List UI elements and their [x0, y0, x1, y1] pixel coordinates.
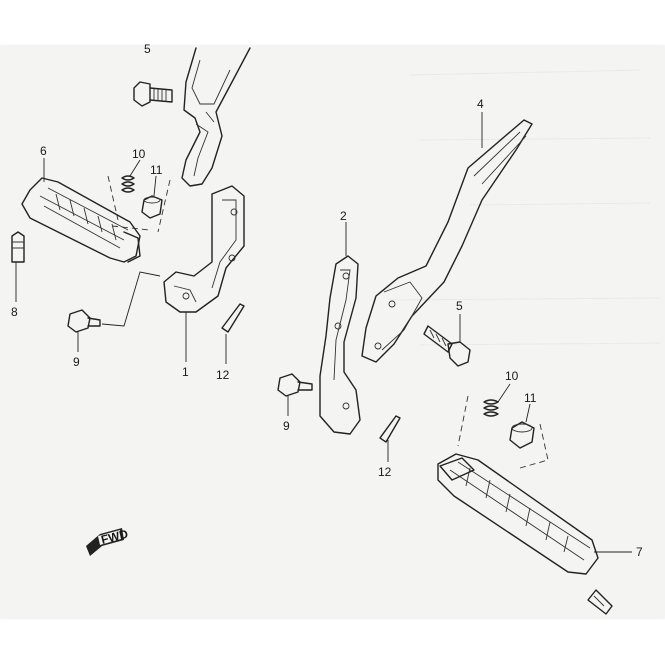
- ball-11-right: [509, 421, 535, 449]
- part-number-labels: 5 6 10 11 8 9 1 12 2 4 5 9 12 10 11 7: [11, 42, 643, 559]
- heel-plate-4: [361, 119, 533, 363]
- part-label-5-upper: 5: [144, 42, 151, 56]
- part-label-5: 5: [456, 299, 463, 313]
- align-dash-right-2: [519, 423, 549, 469]
- bolt-9-right: [277, 373, 313, 397]
- spring-10-right: [483, 399, 499, 417]
- footpeg-6: [21, 177, 141, 263]
- bracket-2: [319, 255, 361, 435]
- bolt-9-left: [67, 309, 101, 333]
- part-label-8-left: 8: [11, 305, 18, 319]
- align-dash-left-2: [157, 179, 171, 233]
- part-label-12-right: 12: [378, 465, 392, 479]
- part-label-6: 6: [40, 144, 47, 158]
- leader-9-left-to-bracket: [101, 271, 161, 327]
- part-label-11-left: 11: [150, 163, 163, 177]
- pin-8-left: [11, 231, 25, 263]
- part-label-10-left: 10: [132, 147, 146, 161]
- align-dash-left-3: [111, 225, 151, 231]
- ball-11-left: [141, 195, 163, 219]
- pin-8-right: [587, 589, 613, 615]
- align-dash-right-1: [457, 395, 469, 447]
- cotter-pin-12-right: [379, 415, 401, 443]
- footpeg-7: [437, 453, 599, 575]
- part-label-4: 4: [477, 97, 484, 111]
- fwd-arrow-label: FWD: [100, 527, 130, 547]
- part-label-2: 2: [340, 209, 347, 223]
- paper-bleed-through: [389, 69, 661, 346]
- cotter-pin-12-left: [221, 303, 245, 333]
- part-label-11-right: 11: [524, 391, 537, 405]
- part-label-7: 7: [636, 545, 643, 559]
- leader-lines: [15, 112, 632, 553]
- part-label-1: 1: [182, 365, 189, 379]
- bolt-5: [423, 325, 471, 367]
- fwd-arrow-icon: FWD: [86, 527, 130, 556]
- bracket-1: [163, 185, 245, 313]
- upper-frame-arm: [181, 47, 251, 187]
- part-label-12-left: 12: [216, 368, 230, 382]
- part-label-9-left: 9: [73, 355, 80, 369]
- spring-10-left: [121, 175, 135, 193]
- bolt-5-upper: [133, 81, 173, 107]
- parts-diagram-sheet: [0, 46, 665, 618]
- part-label-10-right: 10: [505, 369, 519, 383]
- part-label-9-right: 9: [283, 419, 290, 433]
- align-dash-left-1: [107, 175, 119, 221]
